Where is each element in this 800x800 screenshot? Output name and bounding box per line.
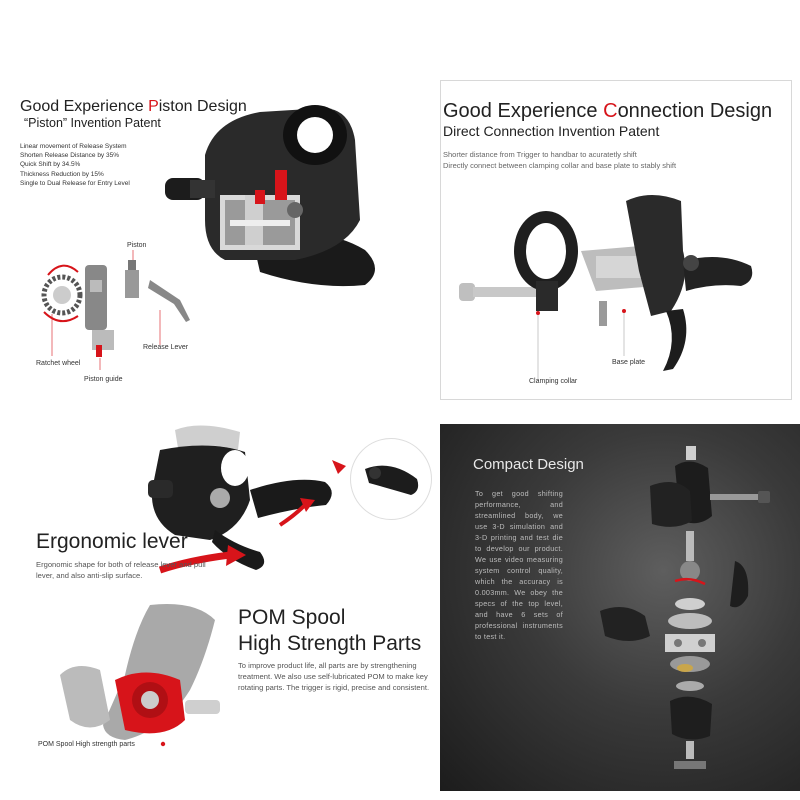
connection-title: Good Experience Connection Design [443,100,773,122]
connection-line: Directly connect between clamping collar… [443,161,677,170]
piston-guide-label: Piston guide [84,376,123,383]
piston-label: Piston [127,242,147,249]
base-plate-label: Base plate [612,359,646,366]
release-lever-label: Release Lever [143,344,189,351]
piston-design-panel: Good Experience Piston Design “Piston” I… [0,0,400,400]
connection-line: Shorter distance from Trigger to handbar… [443,150,637,159]
feature-item: Single to Dual Release for Entry Level [20,179,130,187]
connection-exploded-image [459,195,753,371]
pom-title-line2: High Strength Parts [238,632,422,655]
piston-shifter-cutaway-image [165,105,375,287]
compact-description: To get good shifting performance, and st… [475,489,563,641]
zoom-detail-circle [350,438,432,520]
feature-item: Linear movement of Release System [20,143,127,150]
ergonomic-title: Ergonomic lever [36,530,188,553]
pom-title-line1: POM Spool [238,606,346,629]
feature-item: Thickness Reduction by 15% [20,170,104,178]
piston-feature-list: Linear movement of Release System Shorte… [20,142,130,188]
connection-design-panel: Good Experience Connection Design Direct… [440,80,792,400]
ratchet-wheel-label: Ratchet wheel [36,360,81,367]
pom-spool-image [60,604,220,740]
compact-exploded-image [600,446,770,769]
pom-label: POM Spool High strength parts [38,741,135,748]
compact-design-panel: Compact Design To get good shifting perf… [440,424,800,791]
piston-exploded-diagram [41,250,190,370]
feature-item: Shorten Release Distance by 35% [20,152,120,160]
compact-title: Compact Design [473,456,584,473]
connection-description: Shorter distance from Trigger to handbar… [443,149,676,171]
feature-item: Quick Shift by 34.5% [20,161,81,169]
callout-dots [536,309,626,381]
ergonomic-pom-panel: Ergonomic lever Ergonomic shape for both… [0,400,440,800]
piston-subtitle: “Piston” Invention Patent [24,116,161,130]
lever-detail-image [365,465,419,495]
clamping-collar-label: Clamping collar [529,378,578,385]
connection-subtitle: Direct Connection Invention Patent [443,123,660,139]
ergonomic-description: Ergonomic shape for both of release leve… [36,560,206,580]
pom-callout-dot [160,741,166,747]
piston-title: Good Experience Piston Design [20,98,247,115]
detail-pointer-arrow [332,460,346,474]
pom-description: To improve product life, all parts are b… [238,661,430,692]
ergonomic-lever-image [148,425,332,574]
